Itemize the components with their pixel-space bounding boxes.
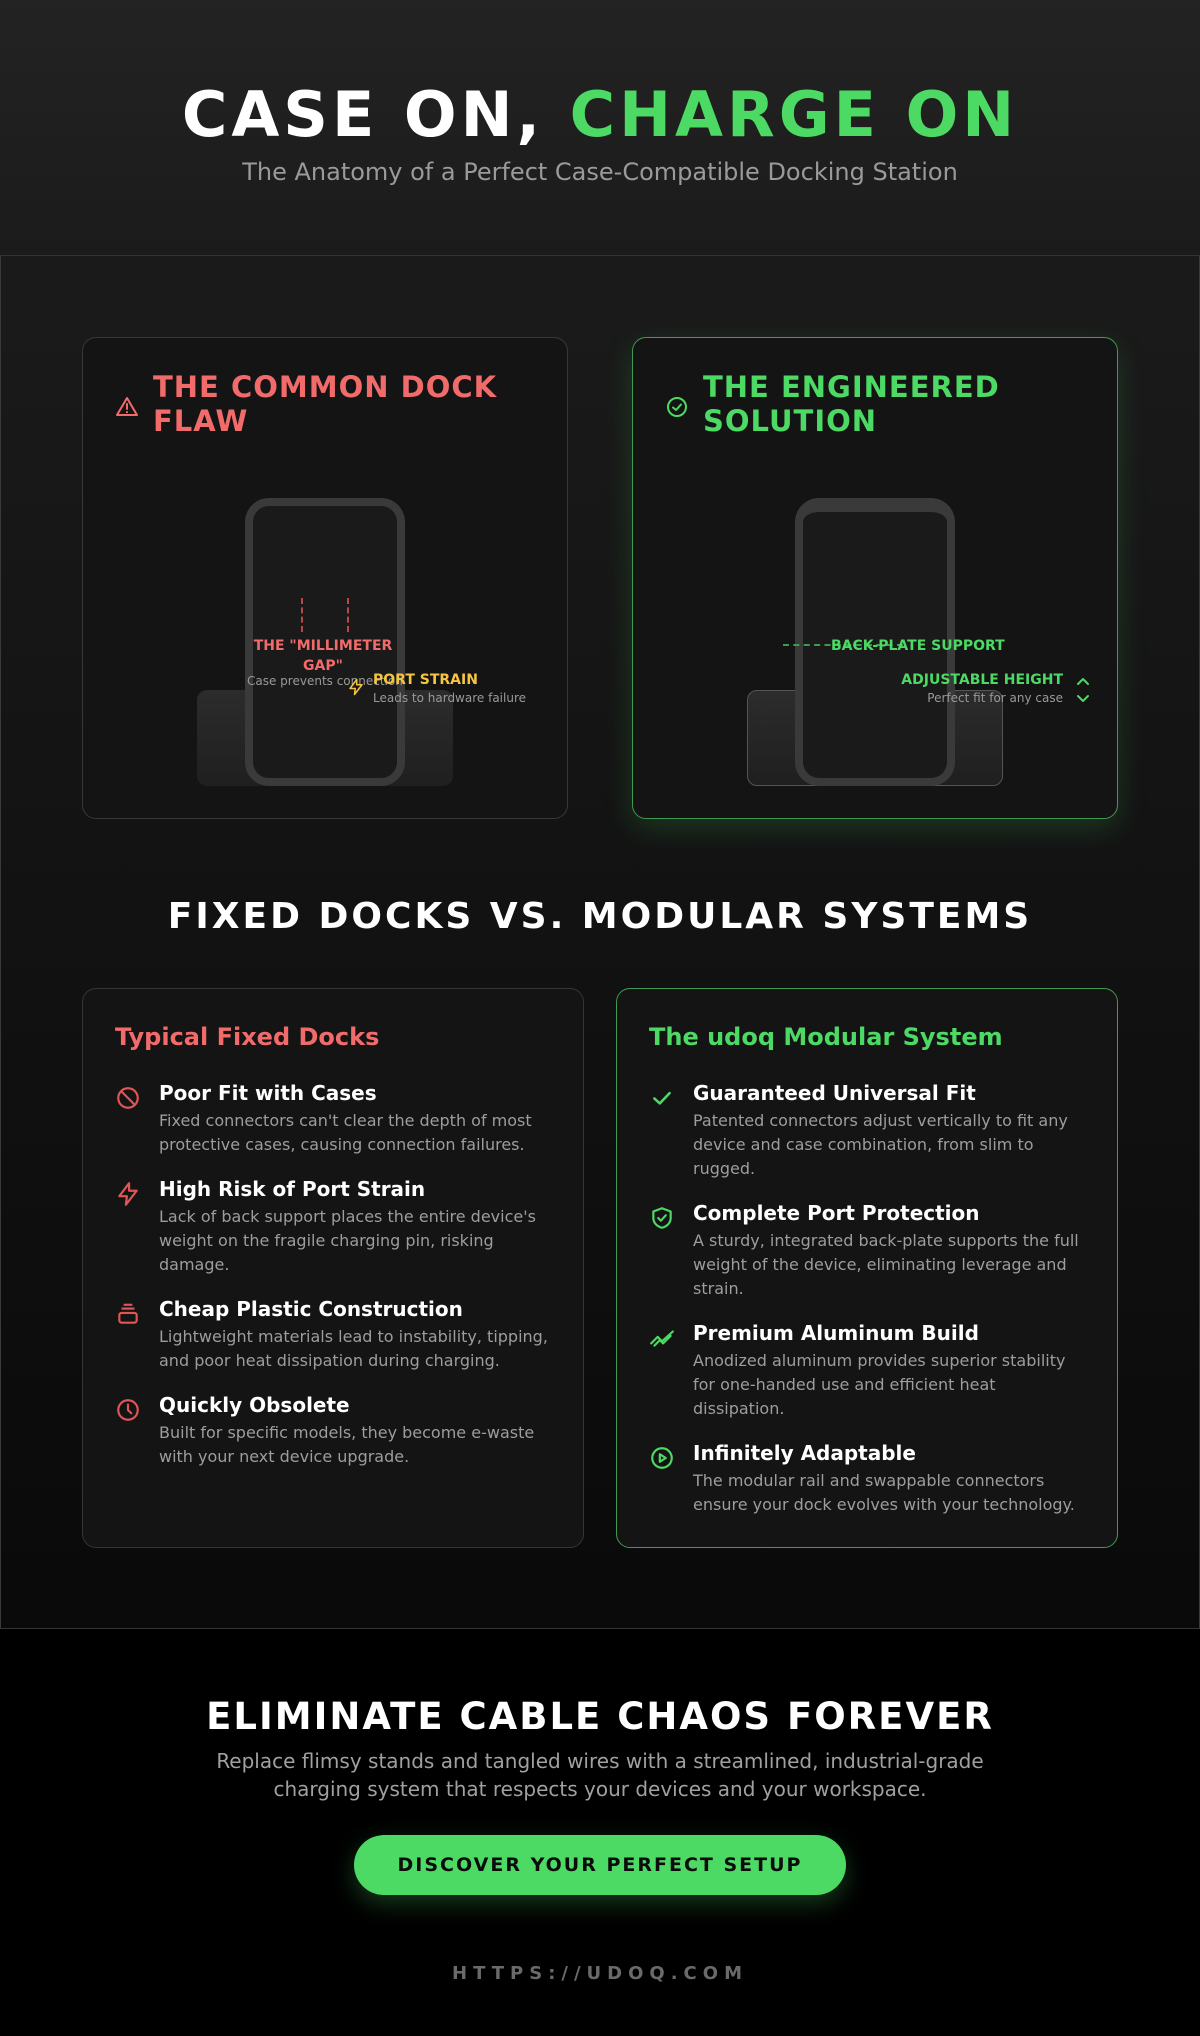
check-circle-icon <box>667 397 687 417</box>
item-title: High Risk of Port Strain <box>159 1177 426 1201</box>
cta-title: ELIMINATE CABLE CHAOS FOREVER <box>206 1695 994 1738</box>
check-icon <box>653 1091 671 1105</box>
page-subtitle: The Anatomy of a Perfect Case-Compatible… <box>242 158 958 186</box>
bolt-icon <box>118 1182 138 1206</box>
layers-icon <box>118 1303 138 1324</box>
fixed-docks-title: Typical Fixed Docks <box>115 1023 380 1051</box>
item-title: Cheap Plastic Construction <box>159 1297 463 1321</box>
item-title: Poor Fit with Cases <box>159 1081 377 1105</box>
backplate-marker <box>783 644 903 646</box>
clock-icon <box>117 1399 139 1421</box>
cta-text: Replace flimsy stands and tangled wires … <box>216 1749 984 1801</box>
strain-label: PORT STRAIN <box>373 672 478 688</box>
item-description: Anodized aluminum provides superior stab… <box>693 1351 1066 1418</box>
item-title: Guaranteed Universal Fit <box>693 1081 976 1105</box>
item-description: Fixed connectors can't clear the depth o… <box>159 1111 532 1154</box>
flaw-card-title: THE COMMON DOCK FLAW <box>153 370 498 438</box>
item-description: Built for specific models, they become e… <box>159 1423 535 1466</box>
play-circle-icon <box>651 1447 673 1469</box>
gap-sublabel: Case prevents connection <box>247 674 403 688</box>
gap-marker-right <box>347 598 349 632</box>
bolt-icon <box>349 678 363 696</box>
strain-sublabel: Leads to hardware failure <box>373 691 526 705</box>
item-title: Complete Port Protection <box>693 1201 980 1225</box>
shield-check-icon <box>652 1207 672 1229</box>
website-link[interactable]: HTTPS://UDOQ.COM <box>452 1963 748 1984</box>
title-accent: CHARGE ON <box>569 78 1019 151</box>
item-description: A sturdy, integrated back-plate supports… <box>693 1231 1079 1298</box>
warning-triangle-icon <box>116 397 138 416</box>
hero-header: CASE ON, CHARGE ON The Anatomy of a Perf… <box>0 0 1200 256</box>
solution-card-title: THE ENGINEERED SOLUTION <box>703 370 1000 438</box>
item-title: Quickly Obsolete <box>159 1393 350 1417</box>
flaw-card: THE COMMON DOCK FLAW THE "MILLIMETER GAP… <box>82 337 568 819</box>
modular-system-title: The udoq Modular System <box>649 1023 1003 1051</box>
chevrons-up-down-icon <box>1077 678 1089 702</box>
title-main: CASE ON, <box>181 78 570 151</box>
phone-illustration <box>795 498 955 786</box>
section-title: FIXED DOCKS VS. MODULAR SYSTEMS <box>167 896 1033 937</box>
trend-icon <box>650 1330 674 1347</box>
cta-section: ELIMINATE CABLE CHAOS FOREVER Replace fl… <box>0 1628 1200 2036</box>
item-description: Lightweight materials lead to instabilit… <box>159 1327 548 1370</box>
adjust-label: ADJUSTABLE HEIGHT <box>901 672 1063 688</box>
gap-label: THE "MILLIMETER GAP" <box>253 638 393 674</box>
page-title: CASE ON, CHARGE ON <box>0 78 1200 151</box>
backplate-label: BACK-PLATE SUPPORT <box>831 638 1005 654</box>
solution-card: THE ENGINEERED SOLUTION BACK-PLATE SUPPO… <box>632 337 1118 819</box>
item-description: The modular rail and swappable connector… <box>693 1471 1075 1514</box>
modular-system-card: The udoq Modular System Guaranteed Unive… <box>616 988 1118 1548</box>
item-description: Patented connectors adjust vertically to… <box>693 1111 1068 1178</box>
gap-marker-left <box>301 598 303 632</box>
item-title: Infinitely Adaptable <box>693 1441 916 1465</box>
discover-setup-button[interactable]: DISCOVER YOUR PERFECT SETUP <box>354 1835 846 1895</box>
fixed-docks-card: Typical Fixed Docks Poor Fit with Cases … <box>82 988 584 1548</box>
item-title: Premium Aluminum Build <box>693 1321 979 1345</box>
ban-icon <box>117 1087 139 1109</box>
item-description: Lack of back support places the entire d… <box>159 1207 536 1274</box>
adjust-sublabel: Perfect fit for any case <box>927 691 1063 705</box>
phone-illustration <box>245 498 405 786</box>
